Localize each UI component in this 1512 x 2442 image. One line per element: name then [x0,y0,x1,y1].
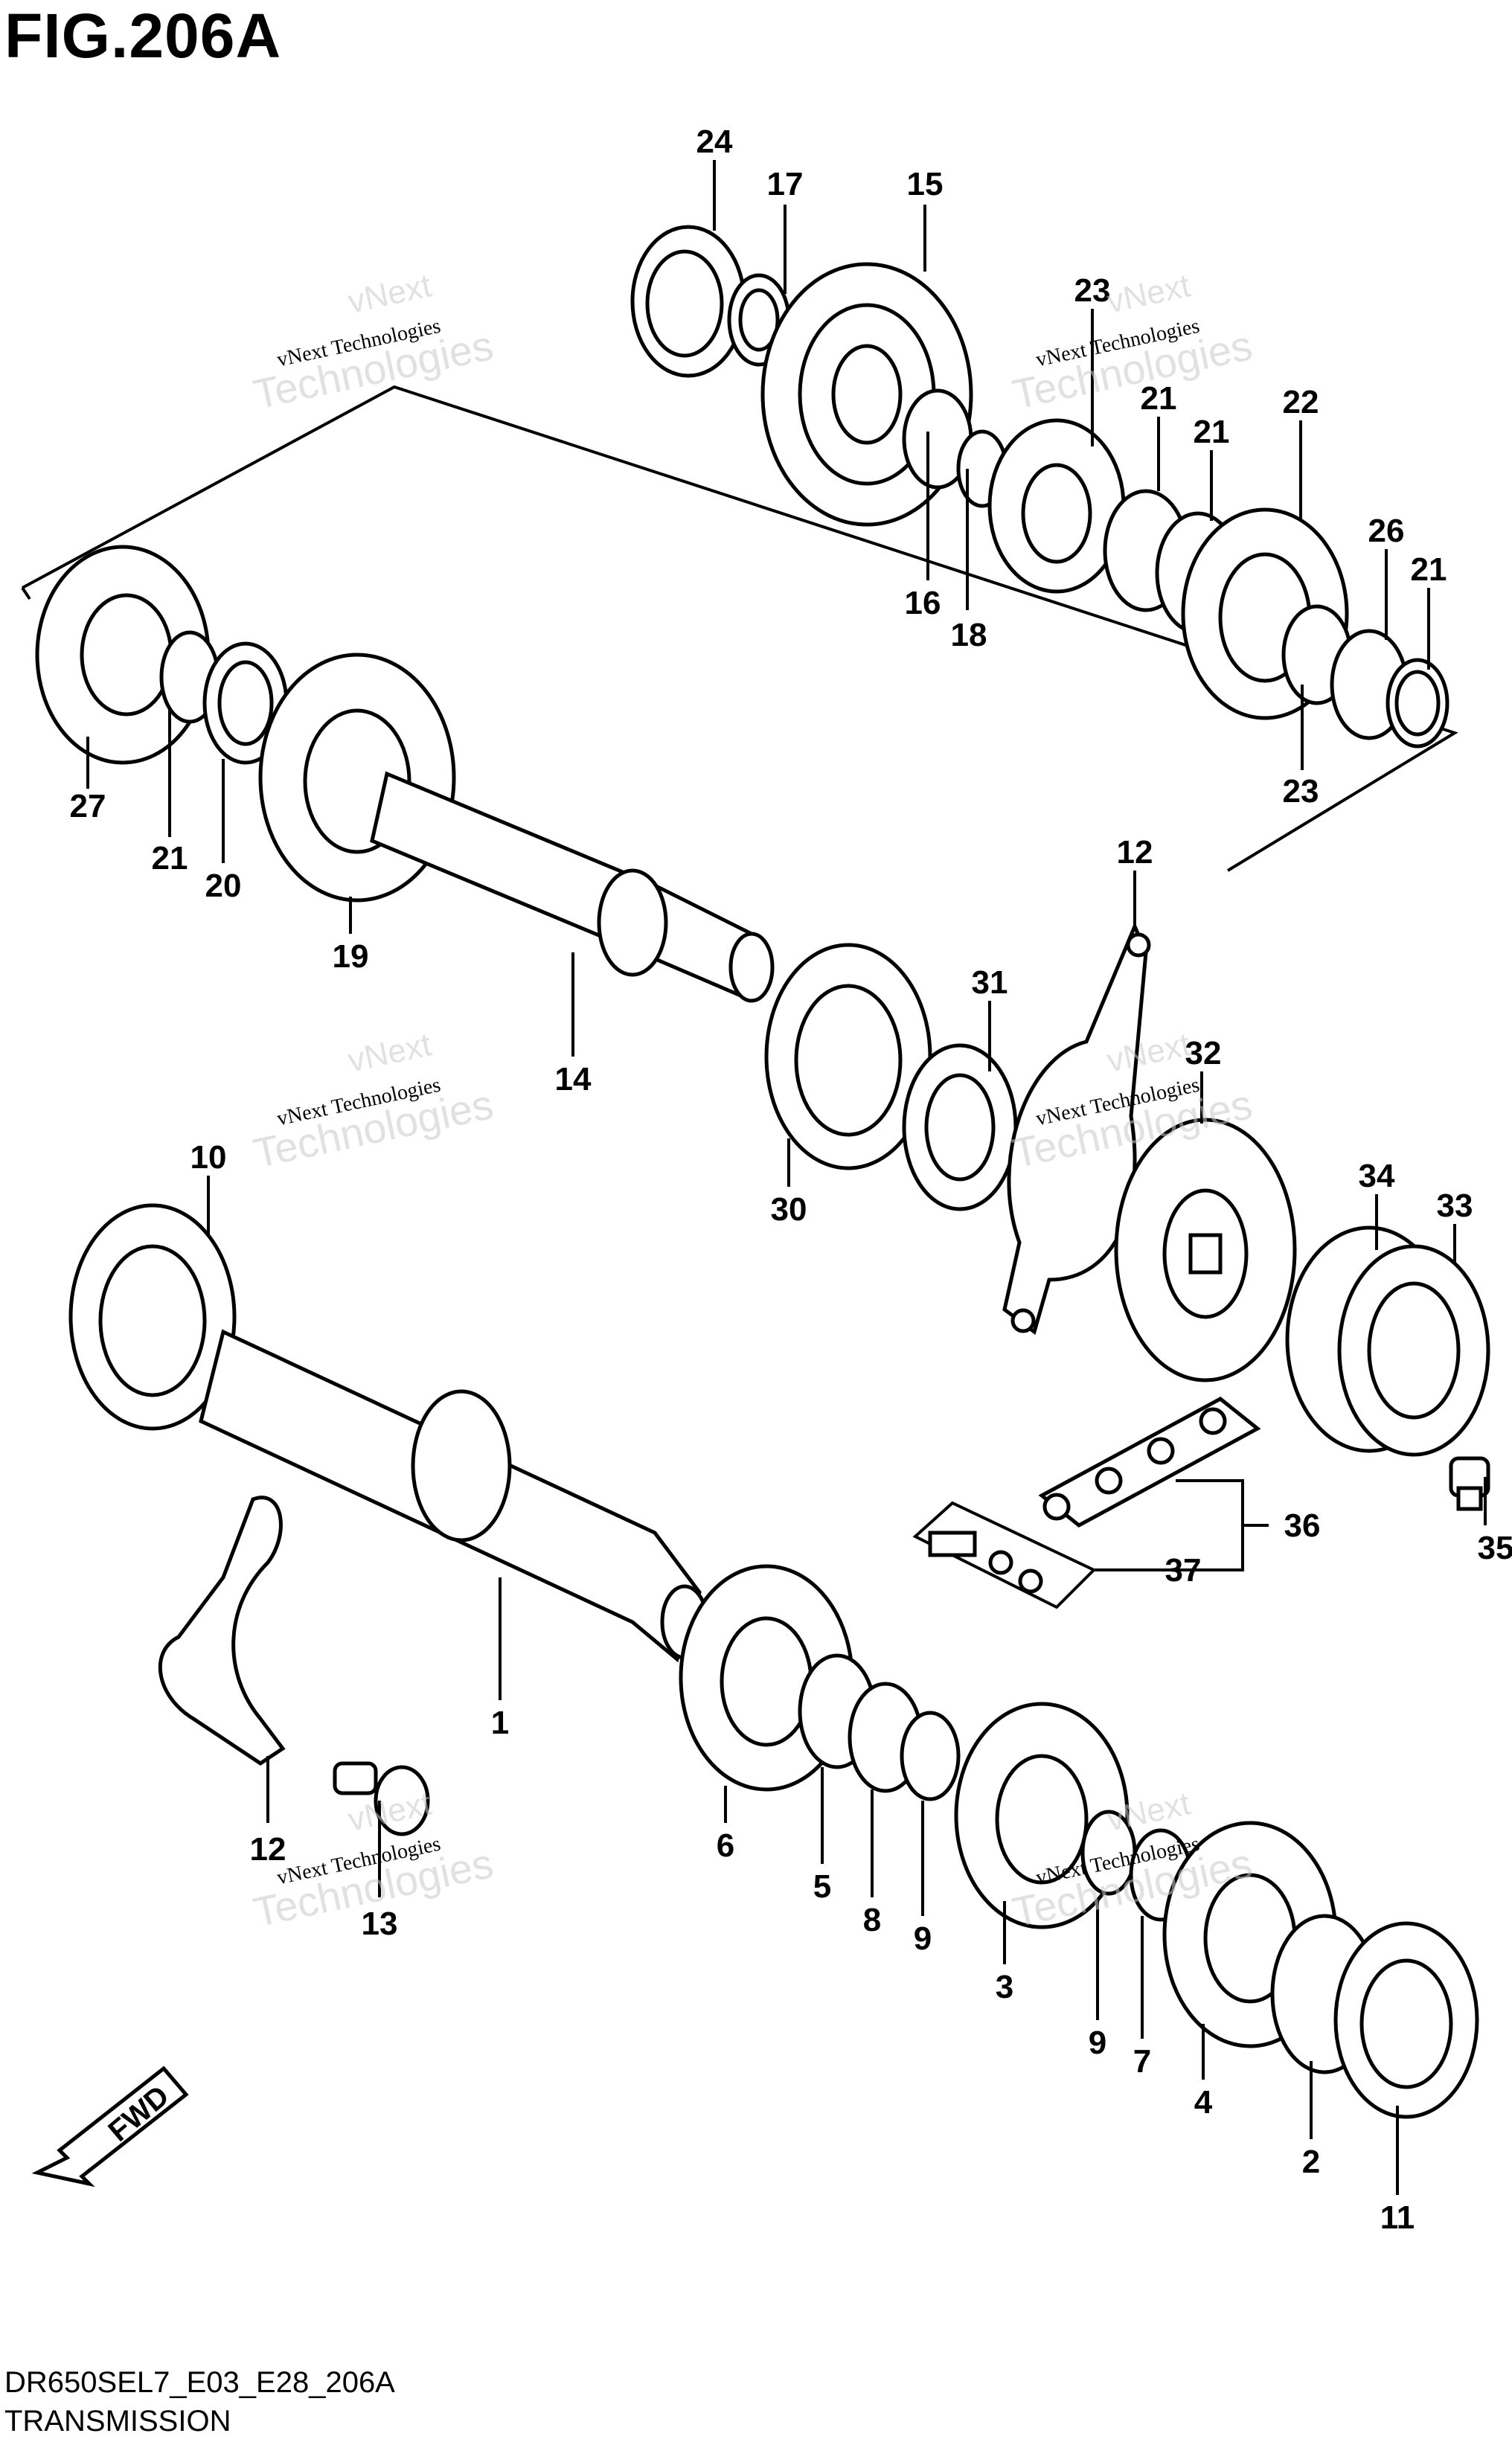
part-10-bearing [68,1203,237,1431]
svg-text:vNext: vNext [345,267,435,320]
callout-31: 31 [972,964,1008,1001]
svg-text:vNext: vNext [345,1026,435,1079]
part-28-gear [987,418,1126,594]
callout-30: 30 [771,1191,807,1228]
callout-1: 1 [491,1705,509,1741]
callout-32: 32 [1185,1035,1222,1071]
callout-3: 3 [996,1969,1013,2005]
callout-24: 21 [1194,414,1230,450]
callout-18-second: 18 [951,617,987,653]
callout-13: 12 [1117,834,1153,871]
part-3-gear [954,1702,1130,1929]
callout-4: 4 [1194,2084,1213,2121]
callout-35: 35 [1478,1530,1512,1566]
part-31-oil-seal [902,1043,1018,1211]
part-33-washer [1337,1244,1490,1457]
part-36-chain [1038,1397,1261,1528]
part-37-chain-joint [912,1501,1097,1609]
callout-9-second: 9 [1089,2025,1106,2061]
callout-25: 21 [1141,380,1177,417]
callout-23: 23 [1283,773,1319,810]
part-14-bolt [333,1761,430,1836]
callout-18: 17 [767,166,804,202]
callout-26: 26 [1368,513,1405,549]
part-27-gear [35,545,211,765]
leader-lines [86,160,1487,2195]
callout-27: 27 [70,788,106,824]
part-11-bearing [1333,1921,1479,2119]
part-30-bearing [764,943,932,1170]
callout-6: 6 [717,1827,734,1864]
callouts: 24 17 15 23 21 21 22 26 21 16 18 23 27 2… [70,124,1512,2236]
callout-21-right: 21 [1411,551,1447,588]
callout-22: 22 [1283,384,1319,420]
callout-15: 14 [555,1061,592,1097]
callout-11: 11 [1380,2199,1415,2236]
callout-36: 36 [1284,1507,1321,1544]
callout-5: 5 [813,1868,831,1905]
figure-name: TRANSMISSION [4,2405,231,2438]
svg-text:vNext: vNext [1104,267,1194,320]
part-32-sprocket [1114,1118,1297,1382]
callout-10: 10 [190,1139,227,1176]
callout-8: 8 [863,1902,881,1938]
callout-34: 34 [1359,1158,1395,1194]
part-9-circlip [900,1711,961,1801]
fwd-arrow: FWD [31,2066,189,2188]
callout-21-left: 21 [152,840,188,877]
part-15-countershaft [370,771,775,1003]
callout-33: 33 [1437,1188,1473,1224]
callout-19: 19 [333,938,369,975]
figure-title: FIG.206A [4,1,282,71]
callout-16: 15 [907,166,944,202]
callout-29: 24 [696,124,733,160]
callout-2: 2 [1302,2144,1320,2180]
callout-7: 7 [1133,2043,1151,2080]
callout-12: 12 [250,1831,286,1868]
part-35-bolt [1449,1456,1490,1511]
callout-9: 9 [914,1920,932,1957]
callout-37: 37 [1165,1552,1202,1589]
figure-code: DR650SEL7_E03_E28_206A [4,2366,395,2399]
callout-17: 16 [905,585,941,621]
callout-20: 20 [205,868,242,904]
part-21-circlip [1386,658,1449,749]
countershaft-group-outline [21,385,1458,872]
part-29-bearing [630,225,746,378]
callout-28: 23 [1074,272,1111,309]
part-12-plate [158,1496,286,1766]
part-1-mainshaft [199,1329,709,1663]
callout-14: 13 [362,1906,398,1942]
